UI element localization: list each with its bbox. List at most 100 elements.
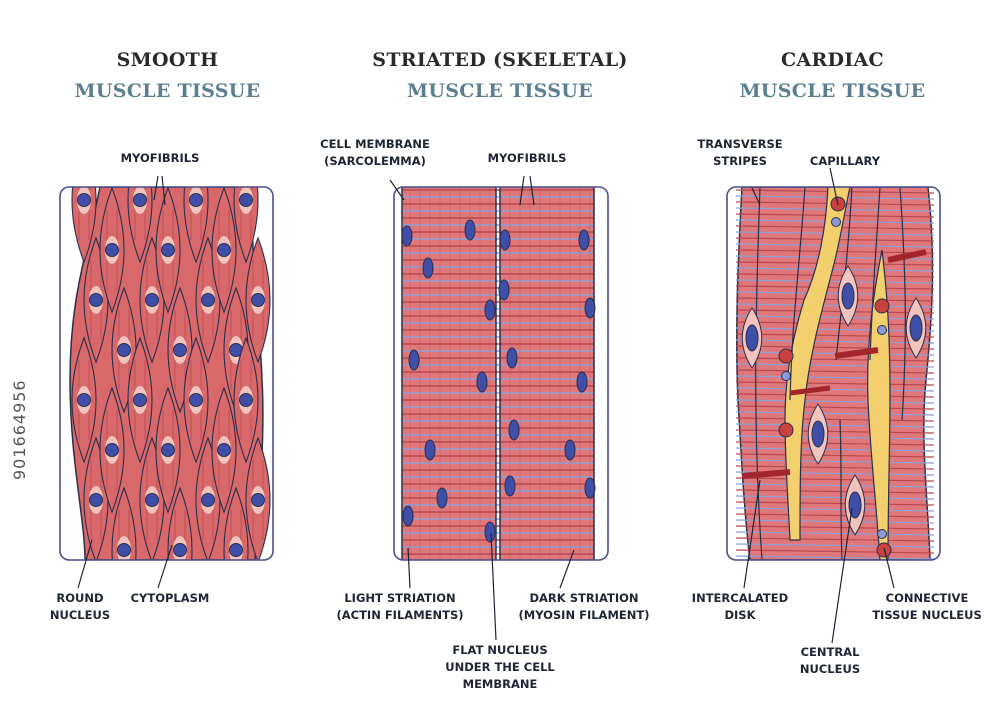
flat-nucleus [464,219,476,241]
cardiac-cell-border [789,187,806,401]
transverse-stripe [735,303,935,308]
transverse-stripe [735,495,935,500]
transverse-stripe [735,309,935,314]
transverse-stripe [735,291,935,296]
label-dark-striation: DARK STRIATION (MYOSIN FILAMENT) [504,590,664,624]
flat-nucleus [424,439,436,461]
label-light-striation-line1: LIGHT STRIATION [344,591,456,605]
round-nucleus [105,243,119,257]
round-nucleus [251,493,265,507]
transverse-stripe [735,537,935,542]
label-transverse-stripes: TRANSVERSE STRIPES [690,136,790,170]
label-round-nucleus-line1: ROUND [56,591,104,605]
connective-tissue-nucleus [877,529,887,539]
cardiac-title: CARDIAC MUSCLE TISSUE [720,45,945,107]
round-nucleus [189,193,203,207]
flat-nucleus [508,419,520,441]
flat-nucleus [484,299,496,321]
flat-nucleus [408,349,420,371]
label-striated-myofibrils: MYOFIBRILS [487,151,567,165]
label-intercalated-disk-line1: INTERCALATED [691,591,789,605]
flat-nucleus [499,229,511,251]
transverse-stripe [735,429,935,434]
flat-nucleus [504,475,516,497]
cardiac-cell-border [755,187,763,560]
cardiac-cell-border [899,187,906,421]
cardiac-cell-border [839,419,843,560]
cardiac-cell-border [869,187,881,361]
round-nucleus [77,393,91,407]
label-transverse-stripes-line1: TRANSVERSE [697,137,783,151]
striated-title: STRIATED (SKELETAL) MUSCLE TISSUE [340,45,660,107]
round-nucleus [161,243,175,257]
round-nucleus [105,443,119,457]
label-dark-striation-line2: (MYOSIN FILAMENT) [518,608,650,622]
transverse-stripe [735,549,935,554]
label-flat-nucleus-line1: FLAT NUCLEUS [452,643,548,657]
label-central-nucleus-line2: NUCLEUS [799,662,861,676]
flat-nucleus [576,371,588,393]
transverse-stripe [735,489,935,494]
transverse-stripe [735,297,935,302]
label-connective-tissue-nucleus-line1: CONNECTIVE [885,591,969,605]
label-connective-tissue-nucleus: CONNECTIVE TISSUE NUCLEUS [862,590,992,624]
striated-panel [401,187,596,560]
round-nucleus [239,193,253,207]
label-intercalated-disk-line2: DISK [724,608,756,622]
transverse-stripe [735,375,935,380]
transverse-stripe [735,513,935,518]
transverse-stripe [735,423,935,428]
round-nucleus [133,193,147,207]
transverse-stripe [735,411,935,416]
transverse-stripe [735,345,935,350]
transverse-stripe [735,555,935,560]
label-transverse-stripes-line2: STRIPES [713,154,767,168]
round-nucleus [201,493,215,507]
round-nucleus [173,343,187,357]
flat-nucleus [402,505,414,527]
label-connective-tissue-nucleus-line2: TISSUE NUCLEUS [872,608,982,622]
round-nucleus [217,443,231,457]
connective-tissue-nucleus [831,217,841,227]
flat-nucleus [401,225,413,247]
label-intercalated-disk: INTERCALATED DISK [685,590,795,624]
label-light-striation: LIGHT STRIATION (ACTIN FILAMENTS) [320,590,480,624]
central-nucleus [909,314,923,342]
round-nucleus [217,243,231,257]
transverse-stripe [735,315,935,320]
transverse-stripe [735,543,935,548]
label-cytoplasm: CYTOPLASM [130,591,210,605]
label-flat-nucleus: FLAT NUCLEUS UNDER THE CELL MEMBRANE [425,642,575,693]
transverse-stripe [735,435,935,440]
transverse-stripe [735,267,935,272]
smooth-cells [71,187,271,560]
flat-nucleus [436,487,448,509]
round-nucleus [251,293,265,307]
label-flat-nucleus-line2: UNDER THE CELL [445,660,555,674]
cardiac-nuclei [741,196,927,558]
central-nucleus [841,282,855,310]
smooth-title-line2: MUSCLE TISSUE [74,80,261,102]
round-nucleus [133,393,147,407]
transverse-stripe [735,507,935,512]
transverse-stripe [735,477,935,482]
central-nucleus [811,420,825,448]
transverse-stripe [735,333,935,338]
flat-nucleus [422,257,434,279]
transverse-stripe [735,441,935,446]
transverse-stripe [735,531,935,536]
transverse-stripe [735,363,935,368]
transverse-stripe [735,357,935,362]
label-smooth-myofibrils: MYOFIBRILS [120,151,200,165]
flat-nucleus [584,297,596,319]
central-nucleus [745,324,759,352]
label-cell-membrane: CELL MEMBRANE (SARCOLEMMA) [300,136,450,170]
transverse-stripe [735,453,935,458]
label-cell-membrane-line2: (SARCOLEMMA) [324,154,426,168]
label-cell-membrane-line1: CELL MEMBRANE [320,137,430,151]
cardiac-panel [735,187,935,560]
label-dark-striation-line1: DARK STRIATION [529,591,639,605]
round-nucleus [161,443,175,457]
striated-frame [393,186,609,561]
round-nucleus [239,393,253,407]
